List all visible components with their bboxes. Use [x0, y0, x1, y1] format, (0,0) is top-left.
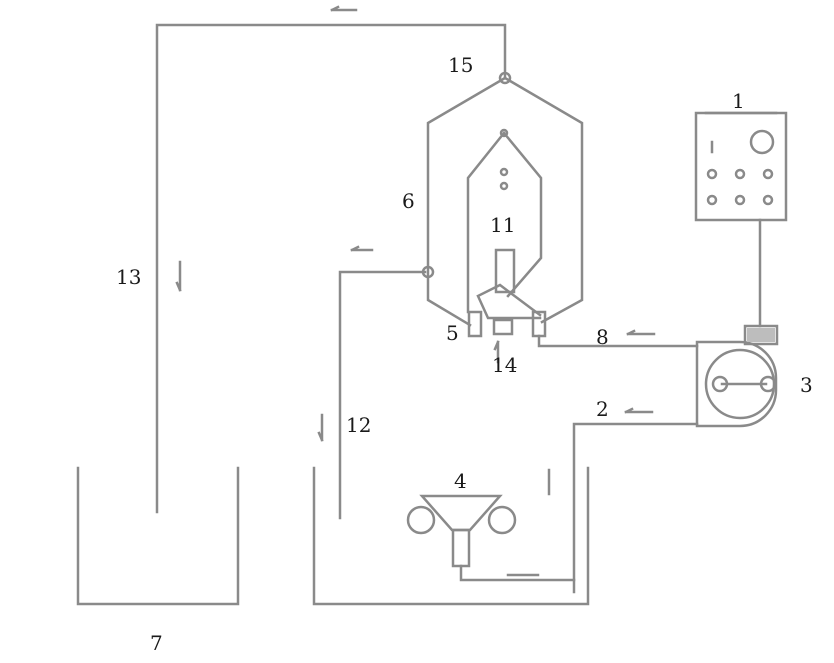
controller-light-2 [736, 170, 744, 178]
flow-arrow-12-side [319, 415, 322, 440]
controller-light-5 [736, 196, 744, 204]
pipe-8 [539, 336, 697, 346]
controller-light-3 [764, 170, 772, 178]
bottom-duct [478, 285, 540, 318]
controller-dial [751, 131, 773, 153]
flow-arrow-12-top [352, 247, 372, 250]
label-5: 5 [446, 321, 459, 345]
label-14: 14 [492, 353, 517, 377]
funnel-stem [453, 530, 469, 566]
return-pipe-13 [157, 25, 505, 512]
inner-port-2 [501, 183, 507, 189]
label-3: 3 [800, 373, 813, 397]
outlet-5 [469, 312, 481, 336]
label-13: 13 [116, 265, 141, 289]
controller-light-1 [708, 170, 716, 178]
label-1: 1 [732, 89, 745, 113]
bottom-outlet-14 [494, 320, 512, 334]
funnel-outlet-pipe [461, 566, 574, 580]
pipe-12 [340, 272, 425, 518]
pipe-2 [574, 424, 697, 592]
controller-light-6 [764, 196, 772, 204]
pump-mount-hatch [747, 328, 775, 342]
label-4: 4 [454, 469, 467, 493]
flow-arrow-top [332, 7, 356, 10]
label-8: 8 [596, 325, 609, 349]
label-15: 15 [448, 53, 473, 77]
label-7: 7 [150, 631, 163, 655]
label-12: 12 [346, 413, 371, 437]
funnel-wheel-right [489, 507, 515, 533]
inner-port-1 [501, 169, 507, 175]
label-2: 2 [596, 397, 609, 421]
label-6: 6 [402, 189, 415, 213]
funnel-wheel-left [408, 507, 434, 533]
right-tank [314, 468, 588, 604]
flow-arrow-2 [626, 409, 652, 412]
flow-arrow-8 [628, 331, 654, 334]
flow-arrow-13 [177, 262, 180, 290]
controller-light-4 [708, 196, 716, 204]
label-11: 11 [490, 213, 515, 237]
